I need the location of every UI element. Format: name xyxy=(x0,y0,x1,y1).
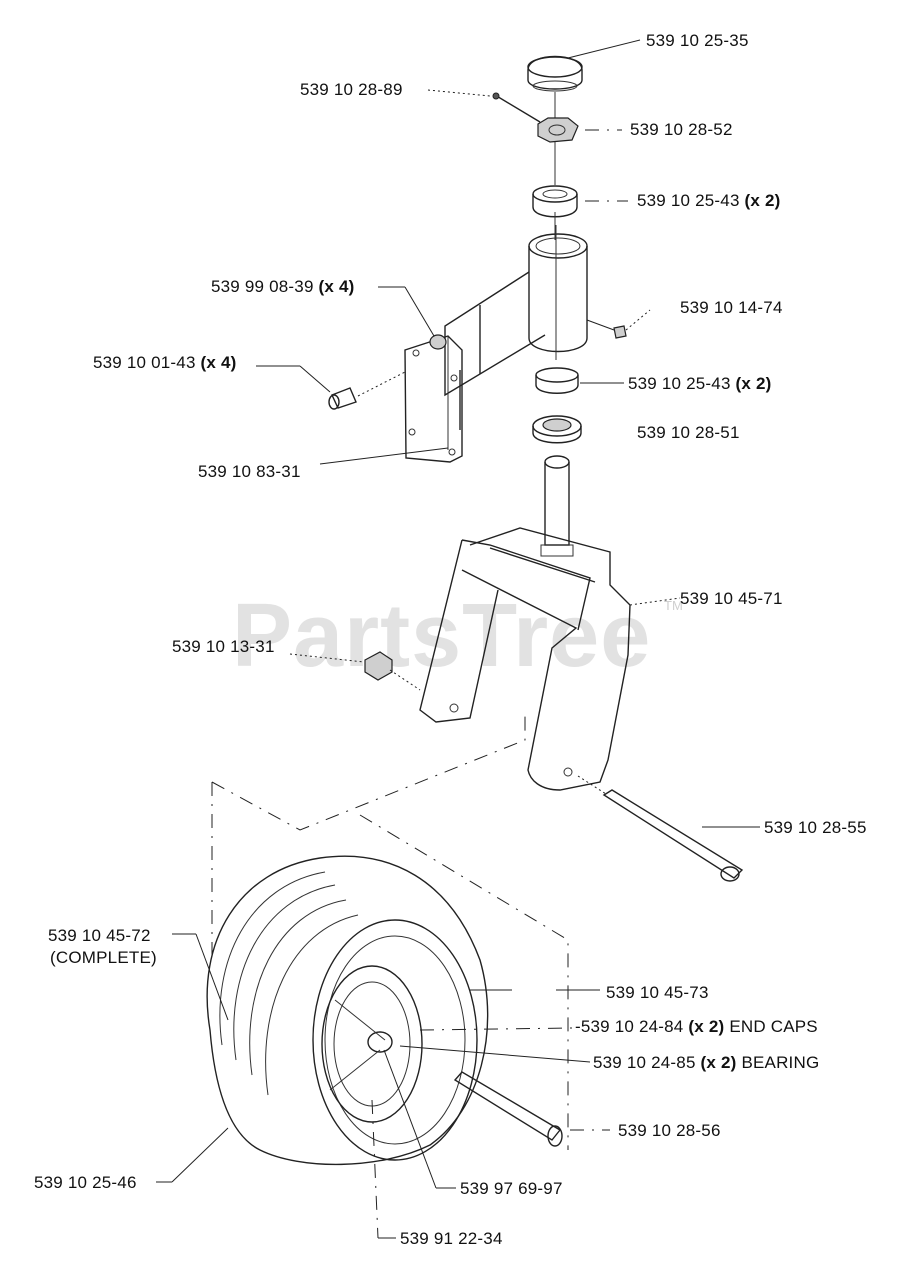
trademark-mark: TM xyxy=(664,598,683,613)
label-tire: 539 10 25-46 xyxy=(34,1173,137,1192)
castle-nut-part xyxy=(537,117,579,143)
bearing-cup-bottom-part xyxy=(535,367,579,394)
locknut-part xyxy=(364,651,421,691)
label-axle-bolt: 539 10 28-55 xyxy=(764,818,867,837)
bolt-part xyxy=(328,387,357,410)
label-castle-nut: 539 10 28-52 xyxy=(630,120,733,139)
dust-cap-part xyxy=(527,55,583,92)
label-wheel-complete: 539 10 45-72 xyxy=(48,926,151,945)
label-tube: 539 91 22-34 xyxy=(400,1229,503,1248)
label-locknut: 539 10 13-31 xyxy=(172,637,275,656)
fork-part xyxy=(419,455,631,791)
label-cotter-pin: 539 10 28-89 xyxy=(300,80,403,99)
seal-part xyxy=(532,415,582,444)
label-dust-cap: 539 10 25-35 xyxy=(646,31,749,50)
label-end-caps: -539 10 24-84 (x 2) END CAPS xyxy=(575,1017,818,1036)
label-grease-fitting: 539 10 14-74 xyxy=(680,298,783,317)
label-fork: 539 10 45-71 xyxy=(680,589,783,608)
label-spacer: 539 10 28-56 xyxy=(618,1121,721,1140)
caster-arm-part xyxy=(404,233,588,463)
label-nuts: 539 99 08-39 (x 4) xyxy=(211,277,355,296)
wheel-assembly-part xyxy=(206,855,489,1166)
label-seal: 539 10 28-51 xyxy=(637,423,740,442)
grease-fitting-part xyxy=(586,319,627,339)
label-wheel-complete-note: (COMPLETE) xyxy=(50,948,157,967)
label-bolts: 539 10 01-43 (x 4) xyxy=(93,353,237,372)
label-bearing: 539 10 24-85 (x 2) BEARING xyxy=(593,1053,820,1072)
label-caster-arm: 539 10 83-31 xyxy=(198,462,301,481)
phantom-lines xyxy=(211,715,569,1150)
axle-bolt-part xyxy=(577,775,744,882)
cotter-pin-part xyxy=(492,92,541,123)
label-bearing-cup-top: 539 10 25-43 (x 2) xyxy=(637,191,781,210)
label-valve: 539 97 69-97 xyxy=(460,1179,563,1198)
leader-lines xyxy=(156,39,760,1239)
label-bearing-cup-bottom: 539 10 25-43 (x 2) xyxy=(628,374,772,393)
spacer-part xyxy=(453,1071,563,1147)
partstree-watermark: PartsTree xyxy=(232,586,652,686)
label-rim: 539 10 45-73 xyxy=(606,983,709,1002)
plate-nut-part xyxy=(429,334,447,350)
